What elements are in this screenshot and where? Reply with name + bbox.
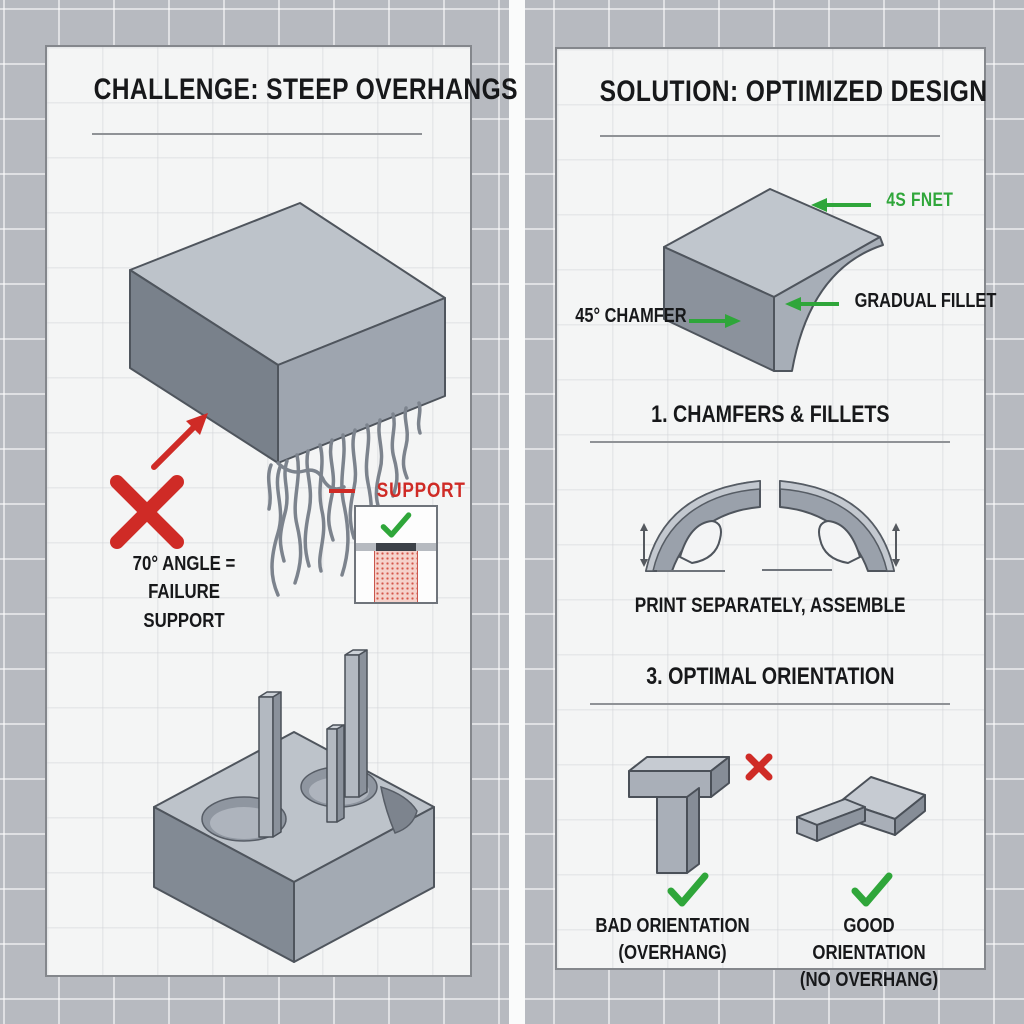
good-orientation-part-illustration xyxy=(796,776,926,842)
title-divider xyxy=(92,133,422,135)
support-diagram-top xyxy=(356,507,436,543)
arch-baseline-right xyxy=(762,569,832,571)
green-arrow-left-icon xyxy=(811,198,871,212)
pins-and-holes-illustration xyxy=(153,649,435,963)
support-legend-dash xyxy=(329,489,355,493)
red-x-icon xyxy=(745,753,773,781)
angle-note-line2: FAILURE xyxy=(148,581,220,604)
split-arch-illustration xyxy=(640,480,900,572)
check-icon xyxy=(380,512,412,538)
support-hatch-column xyxy=(374,551,418,602)
height-arrow-icon xyxy=(640,523,900,567)
arch-baseline-left xyxy=(657,570,725,572)
support-legend: SUPPORT xyxy=(329,479,476,503)
green-arrow-right-icon xyxy=(689,314,741,328)
fillet-tag: 4S FNET xyxy=(886,190,954,211)
angle-note-line3: SUPPORT xyxy=(143,609,225,632)
overhang-failure-illustration xyxy=(129,202,446,597)
overhang-bar-core xyxy=(376,543,416,551)
green-arrow-left-icon xyxy=(785,297,839,311)
solution-panel: SOLUTION: OPTIMIZED DESIGN 4S FNET 45° C… xyxy=(555,47,997,991)
check-icon xyxy=(667,872,709,907)
challenge-title-text: CHALLENGE: STEEP OVERHANGS xyxy=(93,73,518,106)
panel-gap-stripe xyxy=(509,0,525,1024)
support-structure-diagram xyxy=(354,505,438,604)
bad-orientation-part-illustration xyxy=(628,756,730,874)
angle-note-line1: 70° ANGLE = xyxy=(132,553,236,575)
red-x-icon xyxy=(110,475,184,549)
chamfer-fillet-block-illustration xyxy=(663,188,884,372)
title-divider xyxy=(600,135,940,137)
red-arrow-icon xyxy=(151,413,208,470)
solution-title: SOLUTION: OPTIMIZED DESIGN xyxy=(557,75,987,109)
assemble-caption: PRINT SEPARATELY, ASSEMBLE xyxy=(635,594,906,617)
support-legend-label: SUPPORT xyxy=(376,479,466,502)
angle-failure-note: 70° ANGLE = FAILURE SUPPORT xyxy=(87,550,280,635)
vertical-pins xyxy=(258,649,368,838)
check-icon xyxy=(851,872,893,907)
support-diagram-body xyxy=(356,551,436,602)
section-chamfers-heading: 1. CHAMFERS & FILLETS xyxy=(651,401,890,428)
challenge-panel: CHALLENGE: STEEP OVERHANGS xyxy=(45,45,518,977)
good-orientation-label: GOOD ORIENTATION (NO OVERHANG) xyxy=(799,915,939,991)
gradual-fillet-label: GRADUAL FILLET xyxy=(854,290,997,312)
challenge-title: CHALLENGE: STEEP OVERHANGS xyxy=(47,73,518,107)
section-divider xyxy=(590,703,950,705)
supported-overhang-bar xyxy=(356,543,436,551)
chamfer-label: 45° CHAMFER xyxy=(575,305,687,327)
drooping-filament-strings xyxy=(266,401,422,597)
section-divider xyxy=(590,441,950,443)
section-orientation-heading: 3. OPTIMAL ORIENTATION xyxy=(646,663,895,690)
bad-orientation-label: BAD ORIENTATION (OVERHANG) xyxy=(595,915,750,964)
solution-title-text: SOLUTION: OPTIMIZED DESIGN xyxy=(599,75,988,108)
